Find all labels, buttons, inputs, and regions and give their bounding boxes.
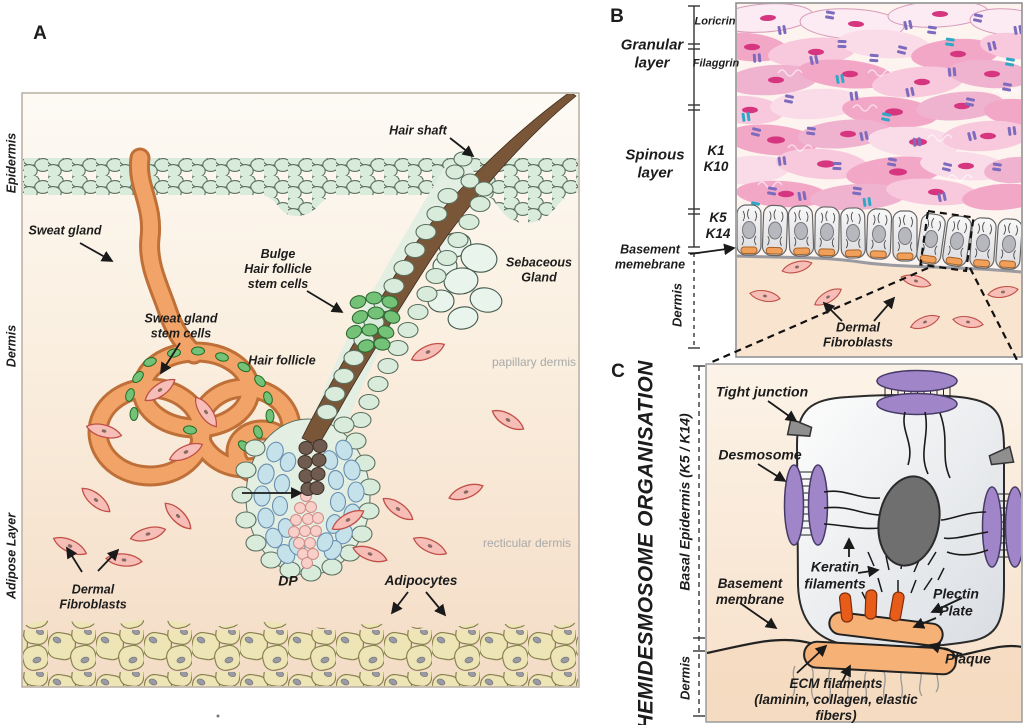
label-hair-follicle: Hair follicle bbox=[248, 353, 316, 368]
label-dermal-fibroblasts-b: Dermal Fibroblasts bbox=[822, 319, 894, 350]
label-plectin: Plectin bbox=[933, 585, 979, 602]
label-k1-k10: K1 K10 bbox=[703, 143, 729, 174]
side-label-epidermis: Epidermis bbox=[4, 132, 19, 194]
label-filaggrin: Filaggrin bbox=[692, 57, 740, 70]
label-adipocytes: Adipocytes bbox=[384, 573, 458, 589]
label-basal-epidermis: Basal Epidermis (K5 / K14) bbox=[676, 413, 693, 591]
plate-drawing bbox=[828, 611, 944, 647]
label-hair-shaft: Hair shaft bbox=[389, 123, 447, 138]
granular-spinous-cells bbox=[737, 4, 1021, 211]
panel-a-arrows bbox=[66, 137, 475, 617]
label-papillary-dermis: papillary dermis bbox=[491, 354, 577, 369]
panel-b-letter: B bbox=[610, 5, 624, 27]
label-sweat-gland-stem-cells: Sweat gland stem cells bbox=[144, 311, 218, 340]
plectin-drawing bbox=[838, 589, 905, 623]
label-spinous-layer: Spinous layer bbox=[625, 146, 685, 181]
label-basement-membrane-c: Basement membrane bbox=[715, 576, 785, 607]
sweat-gland-stem-cells-dots bbox=[125, 346, 275, 452]
desmosome-left bbox=[783, 464, 829, 546]
dermis-zone-b bbox=[737, 257, 1021, 356]
label-loricrin: Loricrin bbox=[694, 15, 736, 28]
tight-junction-right bbox=[988, 445, 1015, 466]
side-label-dermis: Dermis bbox=[4, 324, 19, 368]
label-plaque: Plaque bbox=[945, 650, 991, 667]
label-keratin-filaments: Keratin filaments bbox=[804, 558, 866, 591]
label-dp: DP bbox=[278, 572, 298, 589]
label-basement-membrane-b: Basement memebrane bbox=[614, 242, 686, 271]
dermal-papilla bbox=[288, 490, 324, 569]
panel-b-scale bbox=[688, 5, 896, 349]
panel-c-scale bbox=[693, 365, 705, 717]
adipocyte-band bbox=[23, 619, 578, 686]
label-dermis-b: Dermis bbox=[669, 282, 685, 328]
label-ecm-filaments: ECM filaments (laminin, collagen, elasti… bbox=[754, 676, 918, 723]
zoom-highlight-box bbox=[919, 209, 975, 273]
bulge-stem-cells bbox=[345, 291, 401, 353]
panel-b-art bbox=[688, 2, 1023, 364]
label-dermis-c: Dermis bbox=[677, 655, 693, 701]
label-sebaceous-gland: Sebaceous Gland bbox=[505, 255, 573, 284]
label-desmosome: Desmosome bbox=[718, 446, 802, 463]
keratin-filaments-drawing bbox=[823, 411, 989, 556]
label-k5-k14: K5 K14 bbox=[705, 210, 731, 241]
label-plate: Plate bbox=[939, 602, 973, 619]
epidermis-cell-band bbox=[23, 158, 578, 224]
label-sweat-gland: Sweat gland bbox=[28, 223, 102, 238]
label-reticular-dermis: recticular dermis bbox=[482, 535, 572, 550]
tight-junction-left bbox=[786, 417, 813, 437]
label-dermal-fibroblasts-a: Dermal Fibroblasts bbox=[59, 582, 127, 611]
hair-follicle-sheath bbox=[231, 151, 494, 582]
nucleus bbox=[877, 475, 941, 567]
panel-c-letter: C bbox=[611, 360, 625, 382]
side-label-adipose-layer: Adipose Layer bbox=[4, 512, 19, 600]
zoom-connector-right bbox=[969, 267, 1019, 363]
label-tight-junction: Tight junction bbox=[715, 383, 809, 400]
label-hemidesmosome-title: HEMIDESMOSOME ORGANISATION bbox=[634, 360, 658, 725]
panel-c-art bbox=[693, 363, 1023, 723]
zoom-connector-left bbox=[711, 266, 929, 364]
desmosome-right bbox=[981, 486, 1021, 568]
label-granular-layer: Granular layer bbox=[620, 36, 684, 71]
stray-dot bbox=[216, 714, 220, 718]
panel-a-letter: A bbox=[33, 22, 47, 44]
desmosome-top bbox=[876, 369, 958, 416]
panel-c-arrows bbox=[739, 400, 963, 683]
label-bulge: Bulge Hair follicle stem cells bbox=[244, 246, 312, 291]
panel-a-art bbox=[21, 92, 580, 688]
